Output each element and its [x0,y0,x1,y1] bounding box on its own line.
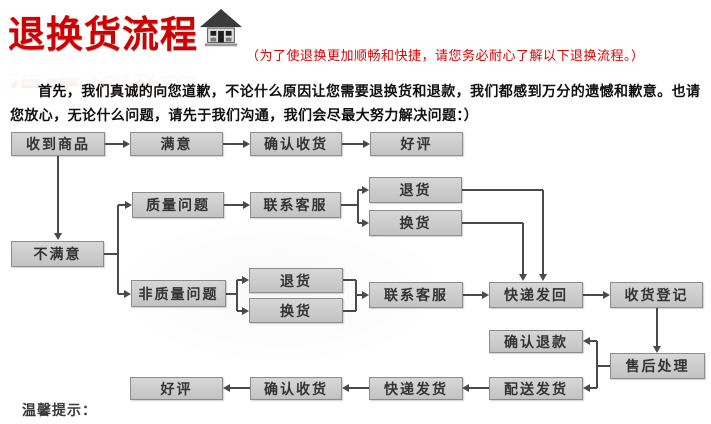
arrowhead-right-icon [124,290,131,298]
flow-node-confirm-receipt-top: 确认收货 [250,132,342,156]
flow-node-confirm-refund: 确认退款 [489,330,583,353]
page-title: 退换货流程 [8,14,198,55]
connector-line [343,279,356,281]
connector-line [462,189,543,191]
header-note: （为了使退换更加顺畅和快捷，请您务必耐心了解以下退换流程。） [246,48,645,63]
connector-line [236,280,238,311]
arrowhead-down-icon [539,274,547,281]
connector-line [118,293,125,295]
connector-line [597,365,610,367]
arrowhead-right-icon [242,276,249,284]
connector-line [522,223,524,274]
intro-paragraph: 首先，我们真诚的向您道歉，不论什么原因让您需要退换货和退款，我们都感到万分的遗憾… [10,83,701,123]
connector-line [349,387,369,389]
connector-line [341,204,358,206]
arrowhead-right-icon [603,291,610,299]
connector-line [469,387,489,389]
flow-node-confirm-receipt-bottom: 确认收货 [250,377,342,400]
arrowhead-right-icon [482,291,489,299]
flow-node-praise-top: 好评 [370,132,463,156]
connector-line [117,205,119,294]
connector-line [343,310,356,312]
flow-node-quality-issue: 质量问题 [132,192,224,218]
arrowhead-right-icon [243,140,250,148]
flow-node-contact-service-non-quality: 联系客服 [369,282,463,308]
flow-node-unsatisfied: 不满意 [11,241,104,267]
connector-line [237,279,243,281]
connector-line [656,308,658,346]
connector-line [118,204,126,206]
connector-line [104,253,118,255]
connector-line [358,189,363,191]
arrowhead-right-icon [125,201,132,209]
arrowhead-left-icon [342,384,349,392]
arrowhead-right-icon [362,186,369,194]
arrowhead-right-icon [362,219,369,227]
flow-node-express-dispatch: 快递发货 [369,377,463,400]
connector-line [590,340,597,342]
connector-line [542,190,544,274]
connector-line [596,341,598,388]
flow-node-praise-bottom: 好评 [130,377,223,400]
connector-line [463,294,483,296]
connector-line [226,293,237,295]
flow-node-dispatch-goods: 配送发货 [489,377,583,400]
connector-line [358,222,363,224]
footer-tip: 温馨提示： [22,402,97,418]
connector-line [224,204,243,206]
connector-line [237,310,243,312]
connector-line [230,387,250,389]
connector-line [356,294,363,296]
flow-node-non-quality-issue: 非质量问题 [131,280,226,307]
arrowhead-right-icon [242,307,249,315]
arrowhead-left-icon [462,384,469,392]
arrowhead-down-icon [653,346,661,353]
arrowhead-right-icon [362,291,369,299]
arrowhead-right-icon [363,140,370,148]
connector-line [355,280,357,311]
arrowhead-left-icon [583,384,590,392]
flow-node-return-quality: 退货 [369,177,462,203]
arrowhead-left-icon [223,384,230,392]
arrowhead-down-icon [54,233,62,240]
arrowhead-right-icon [243,201,250,209]
flow-node-contact-service-quality: 联系客服 [250,192,341,218]
arrowhead-left-icon [583,337,590,345]
flow-node-exchange-quality: 换货 [369,210,462,236]
connector-line [462,222,523,224]
flow-node-receipt-register: 收货登记 [610,282,703,308]
flow-node-exchange-non-quality: 换货 [249,298,343,323]
arrowhead-down-icon [519,274,527,281]
connector-line [223,143,243,145]
arrowhead-right-icon [123,140,130,148]
flow-node-receive-goods: 收到商品 [11,132,105,156]
flow-node-after-sale-processing: 售后处理 [610,353,705,379]
flow-node-express-return: 快递发回 [489,282,583,308]
connector-line [357,190,359,223]
flow-node-return-non-quality: 退货 [249,268,343,293]
connector-line [342,143,363,145]
flow-node-satisfied: 满意 [130,132,223,156]
house-icon [199,8,243,47]
connector-line [590,387,597,389]
connector-line [105,143,123,145]
connector-line [583,294,603,296]
connector-line [57,156,59,233]
